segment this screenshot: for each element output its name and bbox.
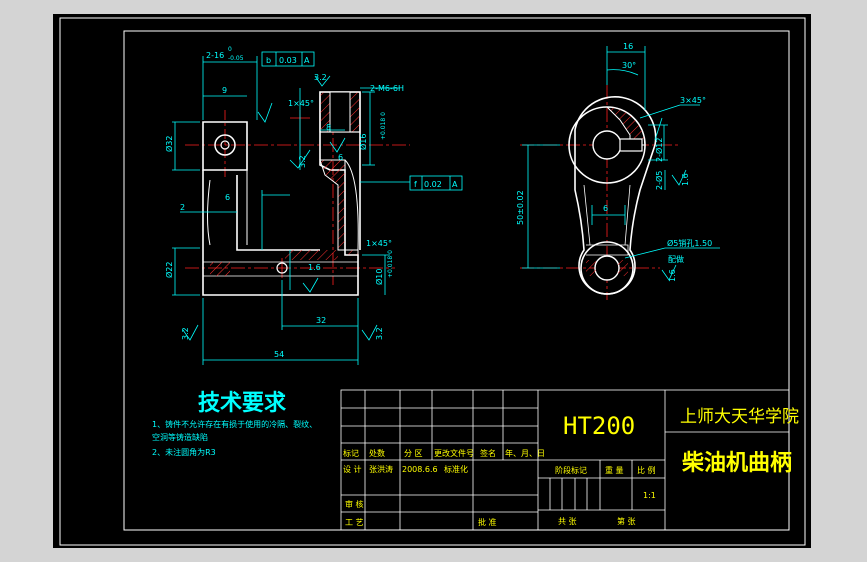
bore-dia: Ø16	[358, 134, 368, 150]
bottom-tol: +0.018 0	[387, 250, 394, 278]
tb-mark: 标记	[343, 448, 359, 458]
base-dim: 32	[316, 316, 326, 325]
side-chamfer: 3×45°	[680, 96, 706, 105]
tb-designer: 张洪涛	[369, 464, 393, 474]
rough-mid: 3.2	[298, 155, 307, 168]
height-bottom: Ø22	[164, 262, 174, 278]
tech-line-3: 2、未注圆角为R3	[152, 447, 216, 457]
tb-sheets-total: 共 张	[558, 517, 577, 526]
dim-6-left: 6	[225, 193, 230, 202]
side-rough-bottom: 1.6	[668, 269, 677, 282]
tb-signature: 签名	[480, 448, 496, 458]
tb-standardization: 标准化	[444, 464, 468, 474]
bottom-dia: Ø10	[374, 269, 384, 285]
tb-zone: 分 区	[404, 449, 423, 458]
flatness-datum: A	[452, 180, 458, 189]
parallel-symbol: b	[266, 56, 271, 65]
small-6: 6	[338, 153, 343, 162]
bore-tol: +0.018 0	[380, 112, 387, 140]
tb-weight: 重 量	[605, 465, 624, 475]
tech-line-2: 空洞等铸造缺陷	[152, 432, 208, 442]
chamfer-top: 1×45°	[288, 99, 314, 108]
side-slot: 2-Ø5	[654, 171, 664, 190]
tb-date: 年、月、日	[505, 448, 545, 458]
side-fit-note: 配做	[668, 254, 684, 264]
side-angle: 30°	[622, 61, 636, 70]
tech-title: 技术要求	[198, 391, 286, 416]
rough-16: 1.6	[308, 263, 321, 272]
parallel-value: 0.03	[279, 56, 297, 65]
ref-8: 8	[326, 123, 331, 132]
tb-scale-value: 1:1	[643, 491, 656, 500]
tb-design-date: 2008.6.6	[402, 465, 438, 474]
height-left: Ø32	[164, 136, 174, 152]
side-center-dist: 50±0.02	[516, 190, 525, 225]
parallel-datum: A	[304, 56, 310, 65]
flatness-symbol: f	[414, 180, 417, 189]
dim-2-left: 2	[180, 203, 185, 212]
dim-top-tol-lower: -0.05	[228, 55, 244, 62]
tb-sheet-no: 第 张	[617, 516, 636, 526]
title-block	[340, 389, 790, 531]
rough-top: 3.2	[314, 73, 327, 82]
side-rough-16: 1.6	[681, 173, 690, 186]
title-block-text: 标记 处数 分 区 更改文件号 签名 年、月、日 设 计 张洪涛 2008.6.…	[343, 448, 656, 527]
overall-width: 54	[274, 350, 284, 359]
front-view: 2-16 0 -0.05 b 0.03 A 3.2 2-M6-6H 1×45° …	[164, 46, 463, 365]
flatness-value: 0.02	[424, 180, 442, 189]
tb-approve: 批 准	[478, 517, 497, 527]
tb-scale: 比 例	[637, 465, 656, 475]
rough-right: 3.2	[375, 327, 384, 340]
tech-requirements: 技术要求 1、铸件不允许存在有损于使用的冷隔、裂纹、 空洞等铸造缺陷 2、未注圆…	[152, 391, 317, 457]
tb-stage-mark: 阶段标记	[555, 465, 587, 475]
side-width-6: 6	[603, 204, 608, 213]
side-view: 16 30° 3×45° 6 Ø5销孔1.50 配做 50±0.02 2-Ø12…	[516, 42, 720, 300]
tb-school: 上师大天华学院	[680, 407, 799, 427]
outer-frame	[59, 17, 806, 546]
side-dim-16: 16	[623, 42, 633, 51]
tb-change-doc: 更改文件号	[434, 448, 474, 458]
ref-9: 9	[222, 86, 227, 95]
rough-left: 3.2	[181, 327, 190, 340]
thread-dim: 2-M6-6H	[370, 84, 404, 93]
side-pin-hole: Ø5销孔1.50	[667, 238, 712, 248]
tb-process: 工 艺	[345, 518, 364, 527]
tb-material: HT200	[563, 412, 635, 440]
tech-line-1: 1、铸件不允许存在有损于使用的冷隔、裂纹、	[152, 419, 317, 429]
dim-top-width: 2-16	[206, 51, 224, 60]
tb-review: 审 核	[345, 499, 364, 509]
tb-part-name: 柴油机曲柄	[681, 451, 792, 476]
flatness-frame	[409, 175, 463, 191]
chamfer-bottom: 1×45°	[366, 239, 392, 248]
tb-count: 处数	[369, 448, 385, 458]
side-bore: 2-Ø12	[654, 138, 664, 162]
tb-design: 设 计	[343, 464, 362, 474]
dim-top-tol-upper: 0	[228, 46, 232, 53]
parallelism-frame	[261, 51, 315, 67]
